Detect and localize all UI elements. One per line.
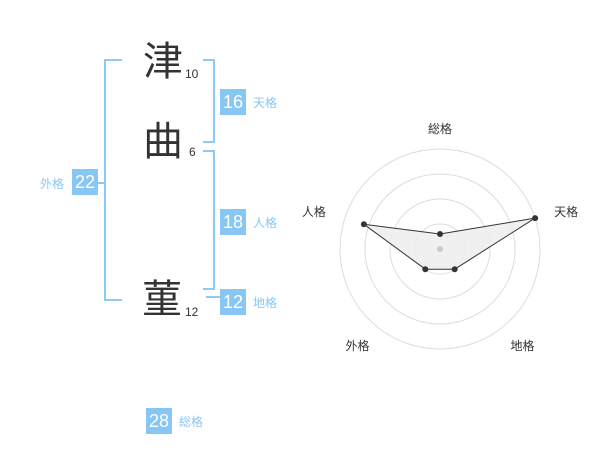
- jinkaku-bracket: [203, 150, 215, 290]
- gaikaku-bracket: [104, 59, 122, 301]
- radar-point-4: [360, 221, 367, 228]
- tenkaku-label: 天格: [253, 96, 278, 110]
- name-char-2: 曲: [143, 119, 183, 165]
- name-char-1-strokes: 10: [185, 67, 199, 81]
- radar-axis-label-0: 総格: [428, 121, 452, 136]
- tenkaku-value-box: 16: [220, 89, 246, 115]
- gaikaku-label: 外格: [40, 177, 65, 191]
- name-char-2-strokes: 6: [189, 145, 196, 159]
- radar-axis-label-4: 人格: [302, 204, 326, 219]
- radar-area: [363, 217, 536, 270]
- jinkaku-label: 人格: [253, 216, 278, 230]
- radar-ring: [364, 173, 516, 325]
- chikaku-label: 地格: [253, 296, 278, 310]
- radar-point-3: [422, 266, 429, 273]
- radar-points: [360, 215, 539, 273]
- name-char-3-strokes: 12: [185, 305, 199, 319]
- radar-center-dot: [437, 246, 443, 252]
- radar-point-0: [437, 231, 443, 237]
- name-char-3: 菫: [142, 277, 182, 323]
- name-char-1: 津: [143, 39, 183, 85]
- radar-grid: [339, 148, 541, 350]
- radar-ring: [389, 198, 491, 300]
- radar-axis-label-3: 外格: [345, 338, 369, 353]
- gaikaku-value-box: 22: [72, 169, 98, 195]
- jinkaku-value-box: 18: [220, 209, 246, 235]
- chikaku-tick: [206, 296, 220, 298]
- radar-axis-label-2: 地格: [511, 338, 535, 353]
- radar-point-1: [532, 215, 539, 222]
- chikaku-value-box: 12: [220, 289, 246, 315]
- radar-point-2: [451, 266, 458, 273]
- soukaku-value-box: 28: [146, 408, 172, 434]
- radar-axis-label-1: 天格: [554, 204, 578, 219]
- tenkaku-bracket: [203, 59, 215, 143]
- soukaku-label: 総格: [179, 415, 204, 429]
- radar-ring: [339, 148, 541, 350]
